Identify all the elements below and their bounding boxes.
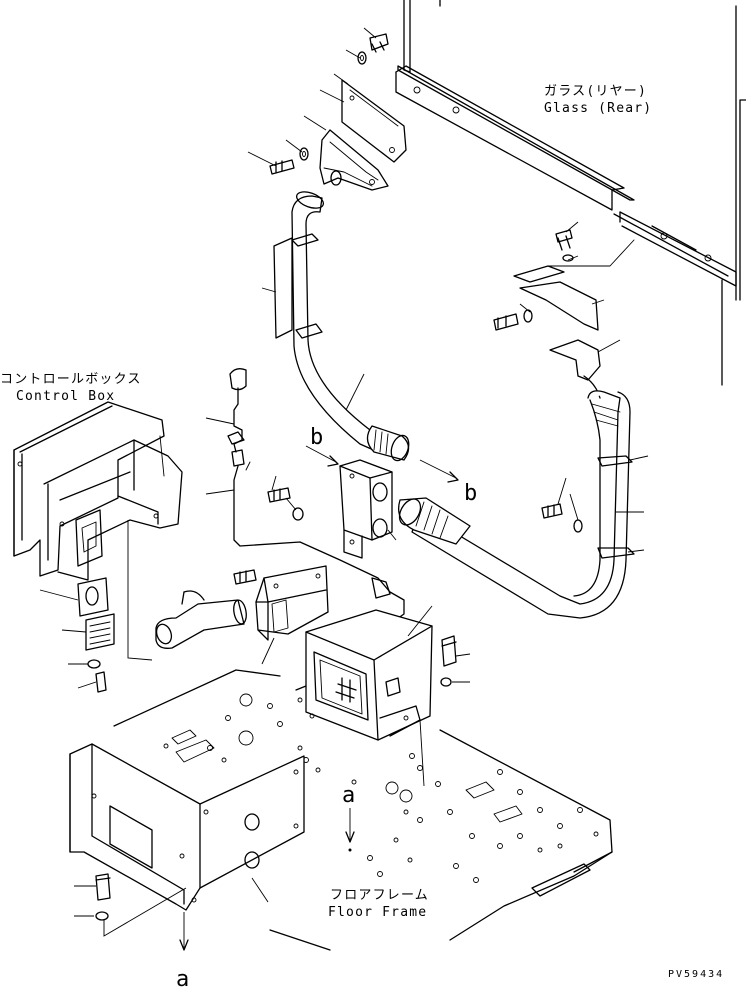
reference-a-cover: a bbox=[176, 967, 189, 989]
lower-duct bbox=[155, 565, 329, 665]
rear-glass-frame bbox=[395, 0, 746, 386]
reference-b-left: b bbox=[310, 425, 323, 450]
upper-duct-bracket bbox=[247, 27, 407, 191]
reference-a-floor: a bbox=[342, 783, 355, 808]
drawing-code: PV59434 bbox=[668, 969, 724, 980]
center-valve-assembly bbox=[267, 445, 459, 559]
sensor-harness bbox=[205, 368, 405, 629]
glass-rear-jp-label: ガラス(リヤー) bbox=[544, 84, 647, 99]
glass-rear-en-label: Glass (Rear) bbox=[544, 101, 652, 116]
upper-left-air-duct bbox=[261, 191, 410, 462]
control-box-jp-label: コントロールボックス bbox=[0, 372, 142, 387]
floor-frame bbox=[113, 669, 613, 951]
right-air-duct bbox=[397, 221, 649, 619]
reference-b-right: b bbox=[464, 481, 477, 506]
lower-cover bbox=[69, 743, 305, 937]
control-box bbox=[13, 401, 183, 693]
heater-unit bbox=[295, 605, 471, 787]
floor-frame-en-label: Floor Frame bbox=[328, 905, 427, 920]
floor-frame-jp-label: フロアフレーム bbox=[330, 888, 429, 903]
control-box-en-label: Control Box bbox=[16, 389, 115, 404]
